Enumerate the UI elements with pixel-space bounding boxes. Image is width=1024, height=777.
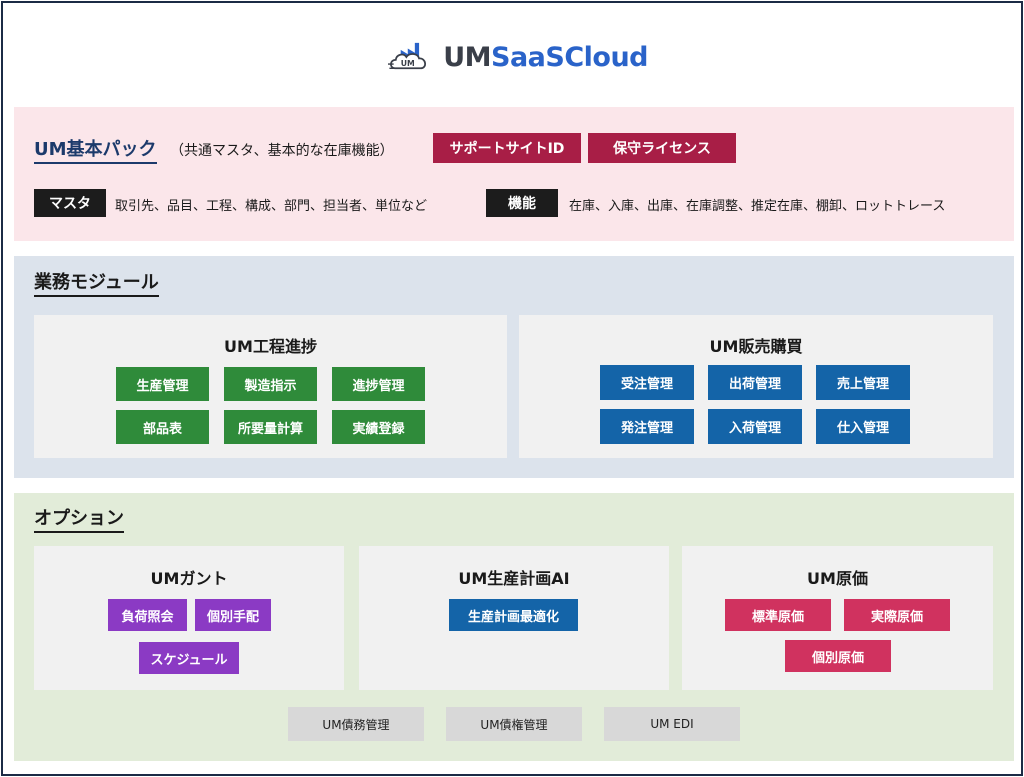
- function-label: 機能: [486, 189, 558, 217]
- um-gantt-title: UMガント: [150, 569, 228, 588]
- process-item: 製造指示: [224, 367, 317, 401]
- master-description: 取引先、品目、工程、構成、部門、担当者、単位など: [115, 199, 428, 214]
- basic-pack-title: UM基本パック: [34, 139, 157, 164]
- support-site-id-tag: サポートサイトID: [433, 133, 581, 163]
- sales-item: 入荷管理: [708, 409, 802, 444]
- logo-badge: UM: [401, 59, 415, 68]
- sales-item: 仕入管理: [816, 409, 910, 444]
- um-process-title: UM工程進捗: [224, 337, 317, 356]
- um-cost-panel: UM原価 標準原価 実際原価 個別原価: [682, 546, 993, 690]
- sales-item: 受注管理: [600, 365, 694, 400]
- sales-item: 売上管理: [816, 365, 910, 400]
- logo-um: UM: [443, 41, 491, 73]
- logo-text: UMSaaSCloud: [443, 42, 648, 73]
- cost-item: 実際原価: [844, 599, 950, 631]
- gantt-item: 個別手配: [195, 599, 271, 631]
- logo-saascloud: SaaSCloud: [491, 41, 649, 73]
- gantt-item: スケジュール: [139, 642, 239, 674]
- options-title: オプション: [34, 508, 124, 533]
- process-item: 生産管理: [116, 367, 209, 401]
- um-sales-title: UM販売購買: [709, 337, 803, 356]
- business-module-title: 業務モジュール: [34, 272, 159, 297]
- um-gantt-panel: UMガント 負荷照会 個別手配 スケジュール: [34, 546, 344, 690]
- process-item: 進捗管理: [332, 367, 425, 401]
- process-item: 所要量計算: [224, 410, 317, 444]
- um-production-plan-panel: UM生産計画AI 生産計画最適化: [359, 546, 669, 690]
- um-edi-box: UM EDI: [604, 707, 740, 741]
- cost-item: 個別原価: [785, 640, 891, 672]
- maintenance-license-tag: 保守ライセンス: [588, 133, 736, 163]
- function-description: 在庫、入庫、出庫、在庫調整、推定在庫、棚卸、ロットトレース: [569, 199, 946, 214]
- sales-item: 出荷管理: [708, 365, 802, 400]
- logo: UM UMSaaSCloud: [388, 29, 649, 85]
- basic-pack-section: UM基本パック （共通マスタ、基本的な在庫機能） サポートサイトID 保守ライセ…: [14, 107, 1014, 241]
- factory-cloud-icon: UM: [388, 42, 426, 70]
- plan-item: 生産計画最適化: [449, 599, 578, 631]
- process-item: 実績登録: [332, 410, 425, 444]
- process-item: 部品表: [116, 410, 209, 444]
- gantt-item: 負荷照会: [108, 599, 187, 631]
- options-section: オプション UMガント 負荷照会 個別手配 スケジュール UM生産計画AI 生産…: [14, 493, 1014, 761]
- um-cost-title: UM原価: [807, 569, 868, 588]
- um-sales-panel: UM販売購買 受注管理 出荷管理 売上管理 発注管理 入荷管理 仕入管理: [519, 315, 993, 458]
- um-production-plan-title: UM生産計画AI: [458, 569, 570, 588]
- business-module-section: 業務モジュール UM工程進捗 生産管理 製造指示 進捗管理 部品表 所要量計算 …: [14, 256, 1014, 478]
- basic-pack-subtitle: （共通マスタ、基本的な在庫機能）: [170, 143, 394, 159]
- master-label: マスタ: [34, 189, 106, 217]
- sales-item: 発注管理: [600, 409, 694, 444]
- um-receivables-box: UM債権管理: [446, 707, 582, 741]
- um-process-panel: UM工程進捗 生産管理 製造指示 進捗管理 部品表 所要量計算 実績登録: [34, 315, 507, 458]
- cost-item: 標準原価: [725, 599, 831, 631]
- um-payables-box: UM債務管理: [288, 707, 424, 741]
